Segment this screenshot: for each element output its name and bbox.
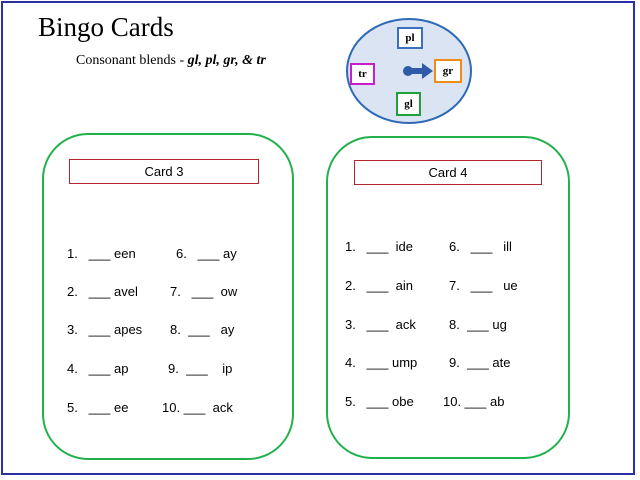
arrow-right-icon — [403, 63, 433, 79]
card-item: 1. ___ een — [67, 246, 136, 261]
card-label: Card 4 — [354, 160, 542, 185]
card-item: 10. ___ ack — [162, 400, 233, 415]
card-item: 6. ___ ill — [449, 239, 512, 254]
card-item: 8. ___ ay — [170, 322, 235, 337]
card-item: 1. ___ ide — [345, 239, 413, 254]
card-item: 3. ___ ack — [345, 317, 416, 332]
card-item: 10. ___ ab — [443, 394, 505, 409]
blend-spinner: pl tr gr gl — [346, 18, 472, 124]
bingo-card-3: Card 3 1. ___ een 6. ___ ay 2. ___ avel … — [42, 133, 294, 460]
card-item: 3. ___ apes — [67, 322, 143, 337]
card-item: 9. ___ ip — [168, 361, 233, 376]
card-item: 6. ___ ay — [176, 246, 237, 261]
card-item: 2. ___ avel — [67, 284, 138, 299]
card-item: 7. ___ ow — [170, 284, 238, 299]
card-label: Card 3 — [69, 159, 259, 184]
bingo-card-4: Card 4 1. ___ ide 6. ___ ill 2. ___ ain … — [326, 136, 570, 459]
card-item: 4. ___ ap — [67, 361, 129, 376]
card-item: 2. ___ ain — [345, 278, 413, 293]
chip-gr: gr — [434, 59, 462, 83]
subtitle-prefix: Consonant blends - — [76, 53, 188, 68]
card-item: 4. ___ ump — [345, 355, 418, 370]
card-item: 9. ___ ate — [449, 355, 511, 370]
card-item: 5. ___ obe — [345, 394, 414, 409]
page-title: Bingo Cards — [38, 12, 174, 42]
card-item: 8. ___ ug — [449, 317, 507, 332]
page-subtitle: Consonant blends - gl, pl, gr, & tr — [76, 53, 266, 69]
page-frame — [1, 1, 635, 475]
card-item: 7. ___ ue — [449, 278, 518, 293]
subtitle-blends: gl, pl, gr, & tr — [187, 53, 266, 68]
chip-pl: pl — [397, 27, 423, 49]
chip-gl: gl — [396, 92, 421, 116]
card-item: 5. ___ ee — [67, 400, 129, 415]
chip-tr: tr — [350, 63, 375, 85]
